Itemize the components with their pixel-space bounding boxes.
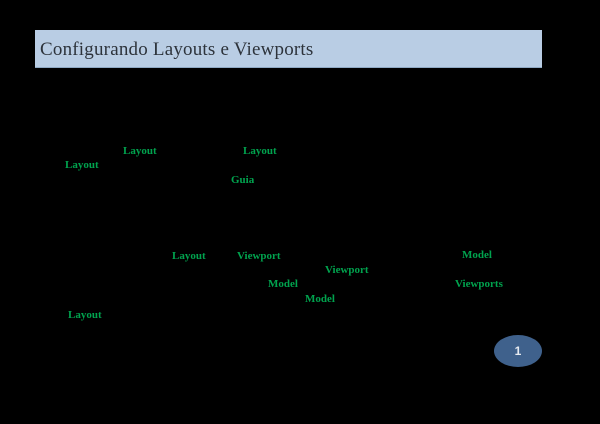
highlighted-term: Viewport	[237, 250, 281, 262]
slide-title: Configurando Layouts e Viewports	[40, 39, 314, 60]
slide-title-bar: Configurando Layouts e Viewports	[35, 30, 542, 68]
highlighted-term: Model	[268, 278, 298, 290]
highlighted-term: Viewport	[325, 264, 369, 276]
highlighted-term: Model	[462, 249, 492, 261]
highlighted-term: Layout	[65, 159, 99, 171]
highlighted-term: Viewports	[455, 278, 503, 290]
highlighted-term: Layout	[123, 145, 157, 157]
page-number-badge: 1	[494, 335, 542, 367]
highlighted-term: Layout	[172, 250, 206, 262]
highlighted-term: Guia	[231, 174, 255, 186]
highlighted-term: Model	[305, 293, 335, 305]
highlighted-term: Layout	[68, 309, 102, 321]
page-number: 1	[514, 344, 522, 358]
highlighted-term: Layout	[243, 145, 277, 157]
